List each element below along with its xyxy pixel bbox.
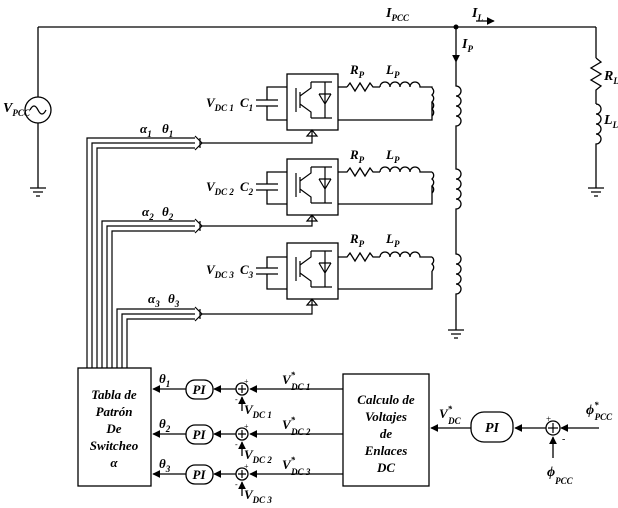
outer-pi-block (470, 411, 514, 443)
alpha-2-label: α2 (142, 204, 154, 222)
load-ground-symbol (588, 187, 604, 197)
outer-summer-minus: - (562, 434, 565, 445)
gate-bus-3 (116, 298, 319, 368)
load-inductor (595, 103, 602, 188)
gate-bus-2 (101, 214, 319, 368)
l-l-label: LL (603, 113, 618, 130)
vdc-1-label: VDC 1 (206, 95, 234, 113)
secondary-ground-symbol (448, 329, 464, 339)
calc-line-2: Voltajes (365, 409, 407, 424)
lp-2-label: LP (385, 147, 400, 165)
lp-1-label: LP (385, 62, 400, 80)
dc-voltage-calc-block (342, 373, 430, 487)
pi-3-label: PI (193, 467, 207, 482)
theta-ctrl-3-label: θ3 (159, 456, 171, 474)
summer-2-plus: + (244, 422, 249, 431)
primary-3-coil (430, 256, 435, 272)
vdc-fb-3-label: VDC 3 (244, 487, 272, 505)
dc-voltage-calc-text: Calculo de Voltajes de Enlaces DC (357, 392, 415, 475)
theta-1-label: θ1 (162, 121, 173, 139)
rp-3-label: RP (349, 231, 365, 249)
rp-1-resistor (346, 81, 380, 93)
pi-1-label: PI (193, 382, 207, 397)
cap-1-label: C1 (240, 95, 253, 113)
dc-capacitor-3 (256, 256, 287, 290)
calc-line-1: Calculo de (357, 392, 415, 407)
rp-3-resistor (338, 251, 380, 263)
primary-2-coil (430, 171, 435, 194)
alpha-1-label: α1 (140, 121, 152, 139)
inverter-2 (286, 158, 339, 216)
gate-bus-1 (86, 129, 319, 368)
inverter-1-return (338, 102, 433, 121)
vdc-ref-1-label: V*DC 1 (282, 370, 310, 392)
theta-ctrl-1-label: θ1 (159, 371, 170, 389)
vdc-3-label: VDC 3 (206, 262, 234, 280)
rp-2-label: RP (349, 147, 365, 165)
theta-3-label: θ3 (168, 291, 180, 309)
switching-table-block (77, 367, 152, 487)
outer-pi-label: PI (485, 421, 500, 436)
calc-line-5: DC (376, 460, 395, 475)
outer-summer-plus: + (546, 414, 551, 424)
stage-3: VDC 3 C3 RP LP (206, 231, 435, 300)
calc-line-3: de (380, 426, 393, 441)
alpha-3-label: α3 (148, 291, 160, 309)
lp-2-inductor (379, 166, 432, 173)
vdc-ref-3-label: V*DC 3 (282, 455, 311, 477)
theta-ctrl-2-label: θ2 (159, 416, 171, 434)
i-p-label: IP (461, 37, 473, 54)
phi-fb-label: ϕPCC (547, 465, 574, 486)
summer-1-plus: + (244, 377, 249, 386)
i-l-label: IL (471, 6, 483, 23)
source-ground-symbol (30, 187, 46, 197)
stage-2: VDC 2 C2 RP LP (206, 147, 435, 216)
lp-3-inductor (379, 251, 432, 258)
secondary-chain (455, 62, 462, 330)
v-pcc-label: VPCC (3, 101, 31, 118)
outer-loop: PI V*DC ϕ*PCC ϕPCC + - (430, 400, 613, 486)
lp-3-label: LP (385, 231, 400, 249)
inverter-2-return (338, 186, 433, 205)
inverter-3 (286, 242, 339, 300)
vdc-2-label: VDC 2 (206, 179, 234, 197)
vdc-fb-1-label: VDC 1 (244, 402, 272, 420)
switching-table-line-3: De (105, 421, 121, 436)
control-row-2: PI θ2 V*DC 2 VDC 2 + - (152, 415, 343, 465)
control-row-1: PI θ1 V*DC 1 VDC 1 + - (152, 370, 343, 420)
inverter-1 (286, 73, 339, 131)
rp-2-resistor (338, 166, 380, 178)
inverter-3-return (338, 271, 433, 290)
dc-capacitor-1 (256, 86, 287, 121)
switching-table-line-2: Patrón (96, 404, 133, 419)
cap-2-label: C2 (240, 179, 254, 197)
summer-3-plus: + (244, 462, 249, 471)
switching-table-text: Tabla de Patrón De Switcheo α (90, 387, 139, 470)
summer-3-minus: - (235, 480, 238, 489)
vdc-ref-label: V*DC (439, 404, 462, 426)
rp-1-label: RP (349, 62, 365, 80)
load-resistor (589, 57, 603, 104)
summer-2-minus: - (235, 440, 238, 449)
switching-table-line-1: Tabla de (91, 387, 137, 402)
control-row-3: PI θ3 V*DC 3 VDC 3 + - (152, 455, 343, 505)
ac-source-symbol (24, 96, 52, 124)
vdc-fb-2-label: VDC 2 (244, 447, 272, 465)
switching-table-line-4: Switcheo (90, 438, 139, 453)
summer-1-minus: - (235, 395, 238, 404)
i-pcc-label: IPCC (385, 6, 410, 23)
pi-2-label: PI (193, 427, 207, 442)
switching-table-line-5: α (110, 455, 118, 470)
phi-ref-label: ϕ*PCC (586, 400, 613, 422)
vdc-ref-2-label: V*DC 2 (282, 415, 311, 437)
calc-line-4: Enlaces (364, 443, 408, 458)
lp-1-inductor (379, 81, 433, 88)
theta-2-label: θ2 (162, 204, 174, 222)
cap-3-label: C3 (240, 262, 254, 280)
stage-1: VDC 1 C1 RP LP (206, 62, 435, 131)
r-l-label: RL (603, 69, 618, 86)
primary-1-coil (430, 87, 435, 117)
dc-capacitor-2 (256, 171, 287, 205)
